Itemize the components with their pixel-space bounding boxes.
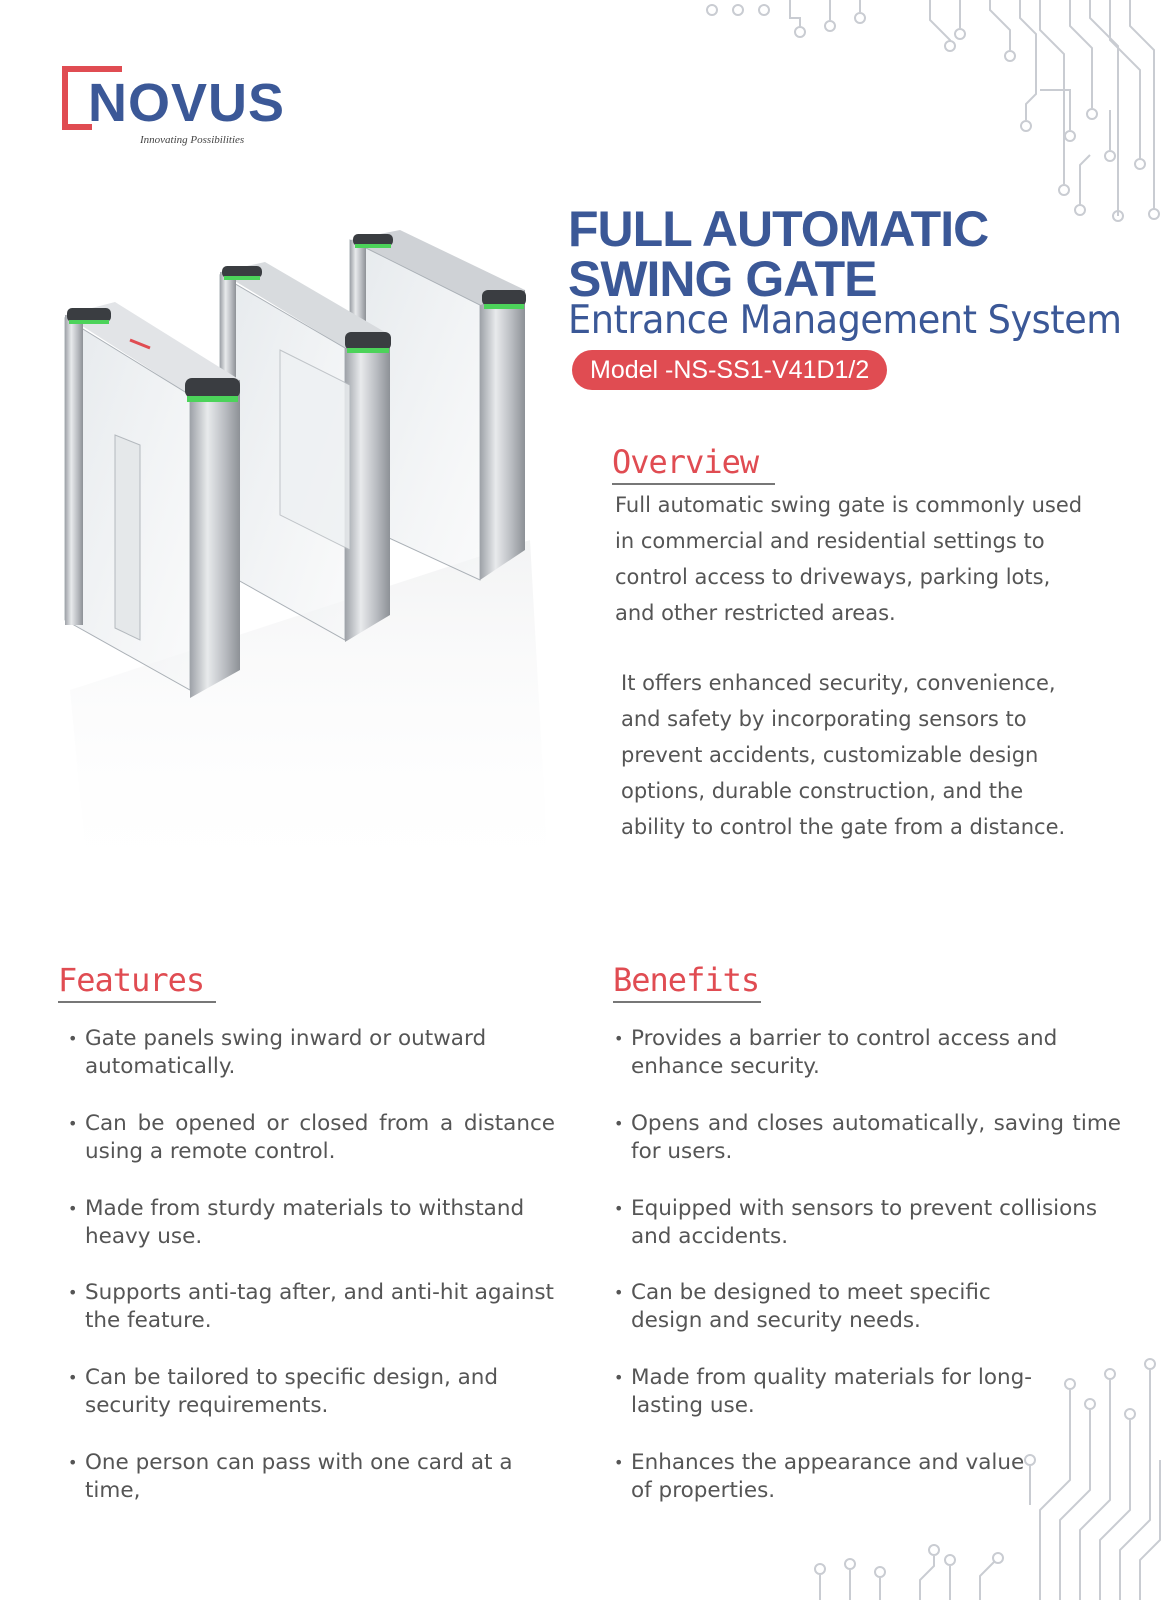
list-item: •Can be tailored to specific design, and… (68, 1365, 499, 1418)
logo-bracket-icon (62, 66, 122, 130)
list-item: •Made from sturdy materials to withstand… (68, 1196, 525, 1249)
features-heading: Features (58, 961, 205, 999)
list-item: •Can be designed to meet specific design… (614, 1280, 991, 1333)
novus-logo: NOVUS Innovating Possibilities (58, 62, 298, 152)
overview-heading: Overview (612, 443, 759, 481)
list-item: •Made from quality materials for long-la… (614, 1365, 1033, 1418)
bullet-icon: • (68, 1368, 78, 1387)
list-item: •Provides a barrier to control access an… (614, 1026, 1058, 1079)
overview-text: Full automatic swing gate is commonly us… (615, 487, 1085, 879)
bullet-icon: • (68, 1283, 78, 1302)
features-heading-underline (58, 1001, 216, 1003)
model-badge: Model -NS-SS1-V41D1/2 (572, 350, 888, 390)
bullet-icon: • (68, 1453, 78, 1472)
subtitle: Entrance Management System (568, 298, 1122, 343)
bullet-icon: • (614, 1114, 624, 1133)
bullet-icon: • (614, 1283, 624, 1302)
list-item: •Gate panels swing inward or outward aut… (68, 1026, 487, 1079)
logo-wordmark: NOVUS (88, 73, 286, 133)
benefits-heading-underline (613, 1001, 761, 1003)
logo-tagline: Innovating Possibilities (140, 134, 245, 146)
bullet-icon: • (68, 1199, 78, 1218)
list-item: •Opens and closes automatically, saving … (614, 1111, 1121, 1164)
bullet-icon: • (614, 1029, 624, 1048)
overview-paragraph-2: It offers enhanced security, convenience… (621, 671, 1066, 839)
overview-paragraph-1: Full automatic swing gate is commonly us… (615, 493, 1083, 625)
swing-gate-illustration-icon (64, 230, 550, 900)
title-line-1: FULL AUTOMATIC (568, 201, 989, 257)
list-item: •Enhances the appearance and value of pr… (614, 1450, 1025, 1503)
list-item: •Supports anti-tag after, and anti-hit a… (68, 1280, 554, 1333)
overview-heading-underline (612, 483, 775, 485)
bullet-icon: • (68, 1029, 78, 1048)
title-line-2: SWING GATE (568, 251, 878, 307)
list-item: •One person can pass with one card at a … (68, 1450, 513, 1503)
circuit-decoration-bottom-right (814, 1358, 1161, 1600)
bullet-icon: • (614, 1368, 624, 1387)
circuit-decoration-top-right (706, 0, 1160, 222)
list-item: •Equipped with sensors to prevent collis… (614, 1196, 1098, 1249)
list-item: •Can be opened or closed from a distance… (68, 1111, 555, 1164)
bullet-icon: • (68, 1114, 78, 1133)
benefits-heading: Benefits (613, 961, 760, 999)
bullet-icon: • (614, 1199, 624, 1218)
bullet-icon: • (614, 1453, 624, 1472)
